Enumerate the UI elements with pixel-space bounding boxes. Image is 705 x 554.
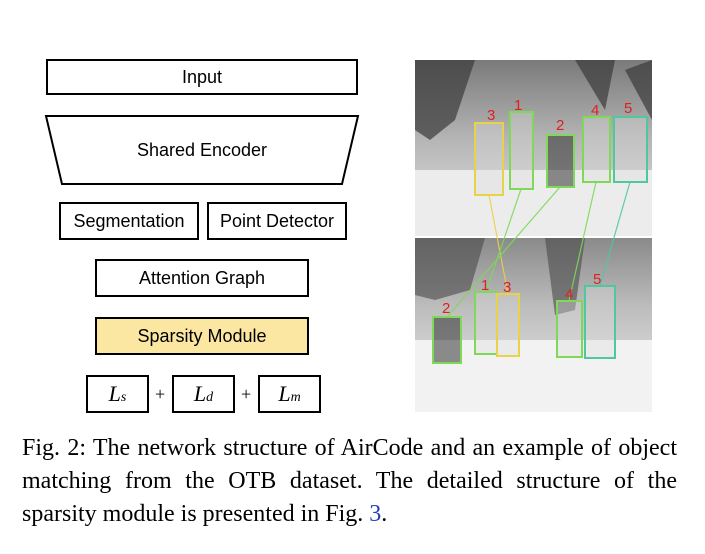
point-detector-label: Point Detector bbox=[219, 210, 335, 231]
figure-caption: Fig. 2: The network structure of AirCode… bbox=[22, 432, 677, 531]
bottle-box bbox=[613, 116, 648, 183]
bottle-number: 5 bbox=[624, 100, 632, 117]
loss-symbol: L bbox=[108, 381, 121, 406]
match-line bbox=[599, 181, 631, 287]
match-line bbox=[485, 188, 522, 293]
caption-end: . bbox=[381, 501, 388, 527]
bottle-number: 4 bbox=[591, 102, 599, 119]
figure-reference-link[interactable]: 3 bbox=[369, 501, 382, 527]
match-line bbox=[488, 194, 509, 295]
bottle-box bbox=[556, 300, 583, 358]
plus-sign: + bbox=[155, 384, 166, 404]
bottle-box bbox=[474, 122, 504, 196]
sparsity-module-block: Sparsity Module bbox=[95, 317, 309, 355]
loss-subscript: m bbox=[290, 390, 301, 405]
segmentation-label: Segmentation bbox=[73, 210, 185, 231]
loss-symbol: L bbox=[193, 381, 207, 406]
caption-text: Fig. 2: The network structure of AirCode… bbox=[22, 435, 677, 527]
plant-leaves bbox=[415, 60, 652, 140]
shared-encoder-label: Shared Encoder bbox=[136, 139, 268, 160]
bottle-box bbox=[546, 134, 575, 188]
bottle-box bbox=[582, 116, 611, 183]
bottle-box bbox=[584, 285, 616, 359]
bottle-box bbox=[509, 111, 534, 190]
match-line bbox=[446, 186, 561, 318]
bottle-box bbox=[432, 316, 462, 364]
loss-subscript: d bbox=[206, 390, 214, 405]
bottle-number: 4 bbox=[565, 286, 573, 303]
segmentation-block: Segmentation bbox=[59, 202, 199, 240]
bottle-number: 1 bbox=[481, 277, 489, 294]
attention-graph-label: Attention Graph bbox=[138, 267, 266, 288]
bottle-number: 5 bbox=[593, 271, 601, 288]
point-detector-block: Point Detector bbox=[207, 202, 347, 240]
bottle-box bbox=[496, 293, 520, 357]
input-block: Input bbox=[46, 59, 358, 95]
bottle-box bbox=[474, 291, 498, 355]
plus-sign: + bbox=[241, 384, 252, 404]
loss-subscript: s bbox=[120, 390, 127, 405]
input-label: Input bbox=[181, 66, 223, 87]
hand-shadow bbox=[415, 238, 585, 315]
object-matching-photo: 1 2 3 4 5 1 2 3 4 5 bbox=[415, 60, 652, 412]
bottle-number: 2 bbox=[442, 300, 450, 317]
loss-symbol: L bbox=[278, 381, 291, 406]
bottle-number: 3 bbox=[503, 279, 511, 296]
bottle-number: 1 bbox=[514, 97, 522, 114]
shared-encoder-trapezoid bbox=[44, 115, 360, 185]
bottle-number: 2 bbox=[556, 117, 564, 134]
attention-graph-block: Attention Graph bbox=[95, 259, 309, 297]
sparsity-module-label: Sparsity Module bbox=[137, 325, 267, 346]
match-line bbox=[568, 181, 597, 302]
bottle-number: 3 bbox=[487, 107, 495, 124]
